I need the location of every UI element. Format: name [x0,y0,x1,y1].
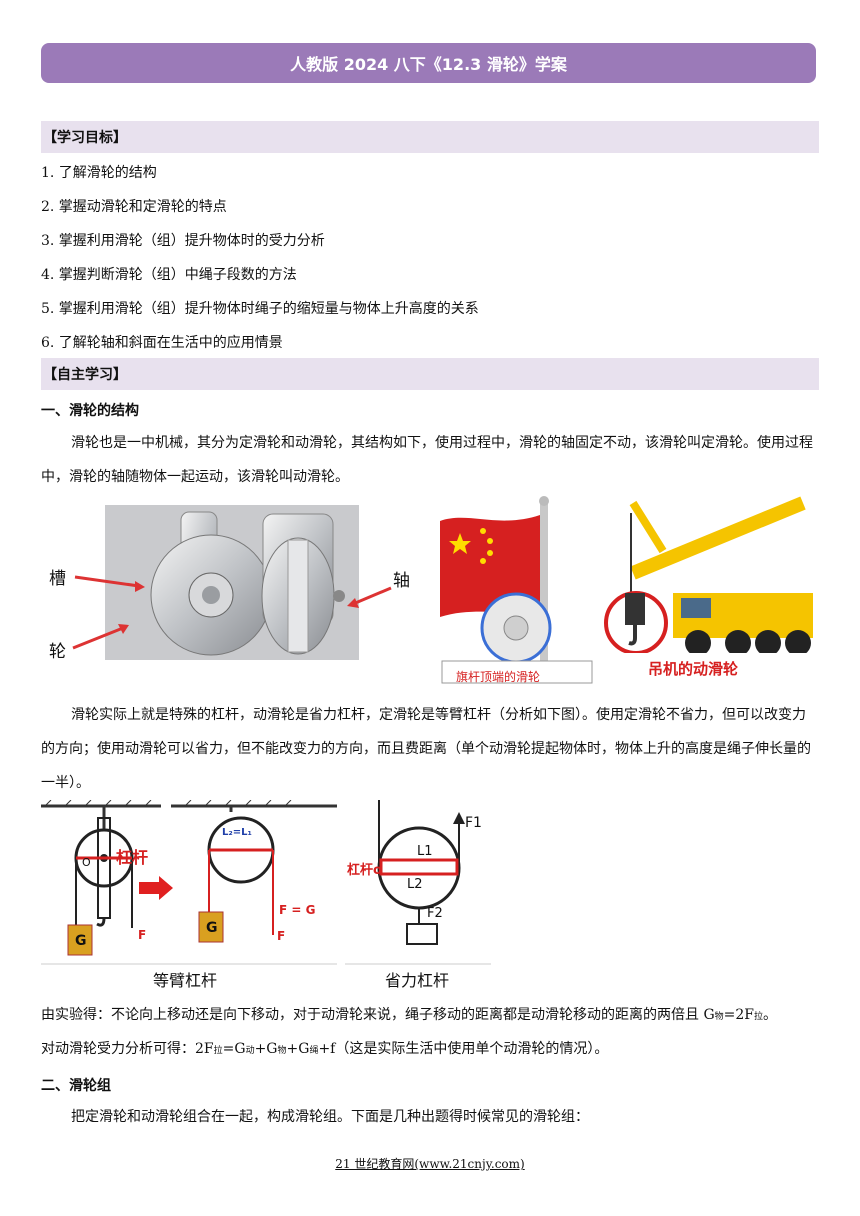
equal-arm-caption: 等臂杠杆 [153,971,218,990]
equal-arm-lever-figure: 杠杆 O G F L₂=L₁ G F = G F 等臂杠杆 [41,799,337,990]
goal-item-3: 3. 掌握利用滑轮（组）提升物体时的受力分析 [41,233,325,249]
goal-item-6: 6. 了解轮轴和斜面在生活中的应用情景 [41,335,283,351]
l2-label: L2 [407,877,423,892]
goal-item-1: 1. 了解滑轮的结构 [41,165,157,181]
weight-g-label-2: G [206,920,218,936]
f1-label: F1 [465,815,482,831]
paragraph-experiment: 由实验得：不论向上移动还是向下移动，对于动滑轮来说，绳子移动的距离都是动滑轮移动… [41,1007,778,1023]
crane-pulley-figure: 吊机的动滑轮 [603,493,818,688]
flagpole-caption: 旗杆顶端的滑轮 [456,670,541,684]
pivot-o-label: O [82,856,91,869]
goal-item-2: 2. 掌握动滑轮和定滑轮的特点 [41,199,227,215]
lever-label: 杠杆 [116,848,149,867]
f2-label: F2 [427,906,443,921]
paragraph-pulley-structure: 滑轮也是一中机械，其分为定滑轮和动滑轮，其结构如下，使用过程中，滑轮的轴固定不动… [41,435,813,485]
l1-label: L1 [417,844,433,859]
flagpole-pulley-figure: 旗杆顶端的滑轮 [438,493,598,688]
groove-label: 槽 [49,569,66,589]
section1-title: 一、滑轮的结构 [41,403,139,419]
pulley-structure-figure: 槽 轮 轴 [41,500,421,670]
f-equals-g-label: F = G [279,903,316,917]
paragraph-pulley-group: 把定滑轮和动滑轮组合在一起，构成滑轮组。下面是几种出题得时候常见的滑轮组： [71,1109,589,1125]
footer-link[interactable]: 21 世纪教育网(www.21cnjy.com) [335,1157,525,1171]
goals-heading: 【学习目标】 [41,121,819,153]
crane-caption: 吊机的动滑轮 [648,660,739,678]
section2-title: 二、滑轮组 [41,1078,111,1094]
paragraph-lever-analysis: 滑轮实际上就是特殊的杠杆，动滑轮是省力杠杆，定滑轮是等臂杠杆（分析如下图）。使用… [41,707,811,791]
page-title: 人教版 2024 八下《12.3 滑轮》学案 [41,43,816,83]
goal-item-5: 5. 掌握利用滑轮（组）提升物体时绳子的缩短量与物体上升高度的关系 [41,301,479,317]
force-f-label-2: F [277,929,286,943]
weight-g-label-1: G [75,933,87,949]
force-saving-lever-figure: F1 L1 L2 F2 杠杆o 省力杠杆 [345,800,491,990]
wheel-label: 轮 [49,642,66,662]
paragraph-force-analysis: 对动滑轮受力分析可得：2F拉=G动+G物+G绳+f（这是实际生活中使用单个动滑轮… [41,1041,609,1057]
axle-label: 轴 [393,571,410,591]
self-study-heading: 【自主学习】 [41,358,819,390]
force-f-label-1: F [138,928,147,942]
force-saving-caption: 省力杠杆 [385,971,450,990]
arm-equal-label: L₂=L₁ [222,827,252,838]
goal-item-4: 4. 掌握判断滑轮（组）中绳子段数的方法 [41,267,297,283]
lever-o-label: 杠杆o [347,863,382,878]
